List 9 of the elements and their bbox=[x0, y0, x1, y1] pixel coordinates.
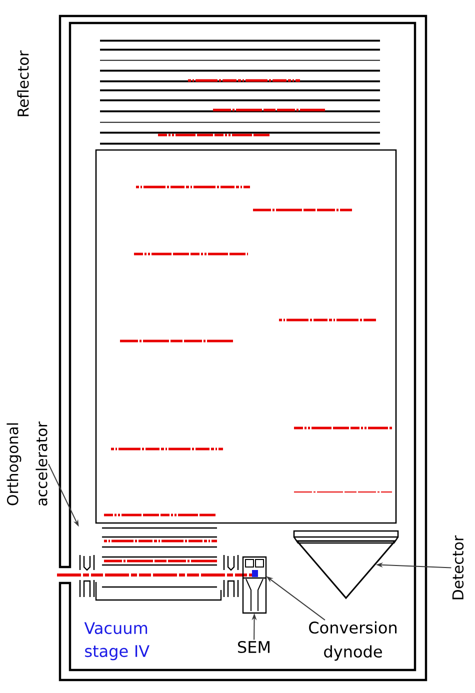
stage-label: Vacuum stage IV bbox=[84, 622, 150, 660]
dynode-drawing bbox=[242, 556, 267, 579]
part-label: Orthogonal accelerator bbox=[6, 422, 48, 506]
part-label: Conversion dynode bbox=[309, 621, 396, 661]
electron-multiplier-drawing bbox=[242, 578, 267, 614]
part-label: Reflector bbox=[17, 50, 29, 116]
part-label: SEM bbox=[238, 640, 270, 654]
part-label: Detector bbox=[452, 535, 464, 600]
accelerator-drawing bbox=[79, 527, 239, 601]
